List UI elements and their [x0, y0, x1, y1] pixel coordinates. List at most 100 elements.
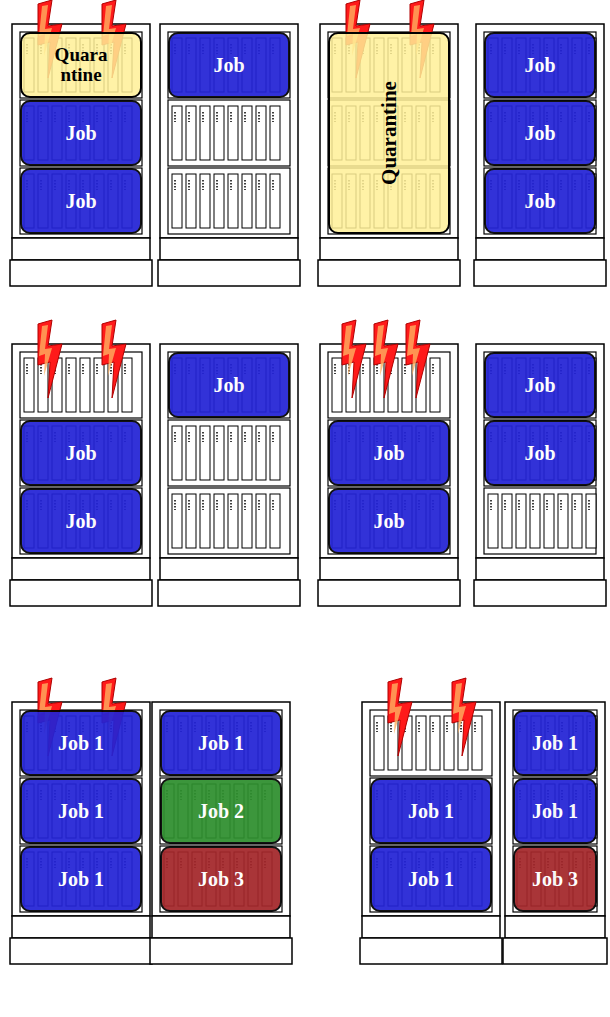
chassis: [513, 778, 597, 844]
blade-leds: [174, 112, 176, 122]
blade-card: [374, 716, 384, 770]
blade-leds: [272, 112, 274, 122]
chassis: [160, 778, 282, 844]
job-box: Job 1: [20, 778, 142, 844]
blade-leds: [390, 722, 392, 732]
blade-leds: [188, 432, 190, 442]
chassis: [484, 32, 596, 98]
failure-bolt-glow: [343, 325, 356, 376]
rack-frame: [320, 24, 458, 238]
chassis: [484, 100, 596, 166]
blade-card: [66, 358, 76, 412]
blade-leds: [188, 180, 190, 190]
node-label: Job: [373, 511, 404, 532]
chassis: [513, 846, 597, 912]
blade-leds: [376, 364, 378, 374]
blade-leds: [230, 180, 232, 190]
blade-leds: [230, 432, 232, 442]
blade-leds: [216, 180, 218, 190]
job-box: Job 1: [513, 778, 597, 844]
failure-bolt-glow: [389, 683, 402, 734]
failure-bolt: [388, 678, 412, 756]
job-box: Job: [484, 100, 596, 166]
blade-card: [242, 174, 252, 228]
chassis: [20, 846, 142, 912]
rack-plinth: [320, 238, 458, 260]
blade-leds: [216, 432, 218, 442]
job-box: Job: [168, 32, 290, 98]
node-label: Job: [65, 191, 96, 212]
chassis: [20, 710, 142, 776]
blade-card: [242, 494, 252, 548]
blade-card: [530, 494, 540, 548]
chassis: [328, 488, 450, 554]
blade-leds: [244, 180, 246, 190]
node-label: Job: [65, 511, 96, 532]
job-box: Job: [20, 100, 142, 166]
blade-leds: [96, 364, 98, 374]
blade-leds: [560, 500, 562, 510]
rack-base: [360, 938, 502, 964]
blade-leds: [244, 500, 246, 510]
blade-card: [214, 494, 224, 548]
rack-plinth: [476, 558, 604, 580]
blade-card: [270, 426, 280, 480]
job-box: Job 3: [160, 846, 282, 912]
blade-card: [270, 106, 280, 160]
chassis: [484, 488, 596, 554]
job-box: Job: [484, 32, 596, 98]
rack-plinth: [505, 916, 605, 938]
blade-card: [430, 716, 440, 770]
node-label: Job 1: [408, 801, 454, 822]
chassis: [168, 100, 290, 166]
blade-leds: [174, 180, 176, 190]
chassis: [168, 168, 290, 234]
failure-bolt: [342, 320, 366, 398]
node-label: Job 1: [532, 733, 578, 754]
blade-leds: [518, 500, 520, 510]
chassis: [20, 100, 142, 166]
blade-card: [122, 358, 132, 412]
blade-card: [172, 174, 182, 228]
blade-leds: [188, 500, 190, 510]
blade-leds: [532, 500, 534, 510]
blade-card: [200, 426, 210, 480]
job-box: Job: [484, 168, 596, 234]
blade-leds: [244, 432, 246, 442]
node-label: Job: [65, 443, 96, 464]
job-box: Job: [20, 168, 142, 234]
node-label: Job 2: [198, 801, 244, 822]
blade-card: [332, 358, 342, 412]
job-box: Job: [20, 420, 142, 486]
job-box: Job: [328, 488, 450, 554]
blade-card: [416, 716, 426, 770]
blade-leds: [124, 364, 126, 374]
chassis: [370, 778, 492, 844]
failure-bolt: [102, 320, 126, 398]
rack-base: [10, 580, 152, 606]
chassis: [328, 420, 450, 486]
blade-card: [214, 174, 224, 228]
rack-frame: [160, 344, 298, 558]
blade-leds: [244, 112, 246, 122]
chassis: [168, 488, 290, 554]
rack-base: [150, 938, 292, 964]
blade-leds: [174, 500, 176, 510]
blade-leds: [230, 112, 232, 122]
blade-card: [228, 494, 238, 548]
blade-card: [186, 106, 196, 160]
blade-leds: [174, 432, 176, 442]
blade-leds: [202, 180, 204, 190]
blade-leds: [376, 722, 378, 732]
rack-frame: [12, 24, 150, 238]
rack-frame: [152, 702, 290, 916]
blade-card: [444, 716, 454, 770]
blade-leds: [272, 500, 274, 510]
blade-card: [544, 494, 554, 548]
blade-card: [256, 174, 266, 228]
blade-card: [186, 494, 196, 548]
blade-leds: [574, 500, 576, 510]
blade-leds: [362, 364, 364, 374]
node-label: Job 1: [58, 733, 104, 754]
rack-frame: [362, 702, 500, 916]
